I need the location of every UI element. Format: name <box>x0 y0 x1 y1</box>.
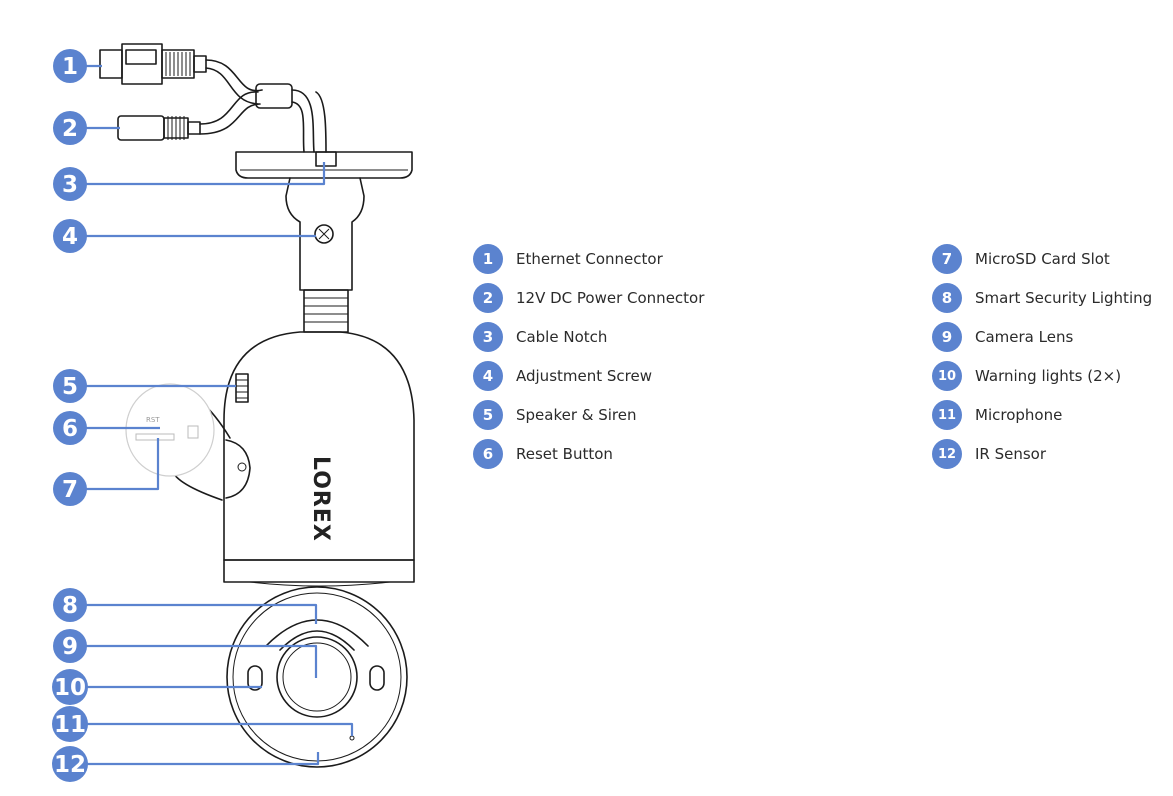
callout-11: 11 <box>52 706 88 742</box>
legend-number-badge: 11 <box>932 400 962 430</box>
cable-assembly <box>99 43 327 153</box>
svg-text:3: 3 <box>62 172 78 198</box>
legend-number-badge: 1 <box>473 244 503 274</box>
legend-number-badge: 6 <box>473 439 503 469</box>
callout-1: 1 <box>53 49 87 83</box>
svg-text:4: 4 <box>62 224 78 250</box>
legend-number-badge: 3 <box>473 322 503 352</box>
legend-item-camera-lens: 9 Camera Lens <box>932 322 1073 352</box>
legend-label: Speaker & Siren <box>516 406 637 424</box>
legend-label: Ethernet Connector <box>516 250 663 268</box>
leader-3 <box>84 162 326 186</box>
brand-logo: LOREX <box>308 456 333 542</box>
legend-number-badge: 7 <box>932 244 962 274</box>
callout-badges: 1 2 3 4 5 6 7 8 9 10 11 12 <box>52 49 88 782</box>
callout-10: 10 <box>52 669 88 705</box>
legend-number-badge: 8 <box>932 283 962 313</box>
legend-label: Microphone <box>975 406 1063 424</box>
callout-9: 9 <box>53 629 87 663</box>
svg-text:5: 5 <box>62 374 78 400</box>
leader-8 <box>84 603 318 624</box>
svg-text:1: 1 <box>62 54 78 80</box>
legend-item-speaker-siren: 5 Speaker & Siren <box>473 400 637 430</box>
legend-number-badge: 12 <box>932 439 962 469</box>
legend-item-ir-sensor: 12 IR Sensor <box>932 439 1046 469</box>
legend-label: MicroSD Card Slot <box>975 250 1110 268</box>
legend-number-badge: 2 <box>473 283 503 313</box>
svg-text:2: 2 <box>62 116 78 142</box>
leader-11 <box>84 722 354 736</box>
legend-item-ethernet-connector: 1 Ethernet Connector <box>473 244 663 274</box>
legend-item-adjustment-screw: 4 Adjustment Screw <box>473 361 652 391</box>
callout-6: 6 <box>53 411 87 445</box>
leader-lines <box>84 64 354 766</box>
legend-item-smart-security-lighting: 8 Smart Security Lighting <box>932 283 1152 313</box>
legend-item-warning-lights: 10 Warning lights (2×) <box>932 361 1121 391</box>
svg-text:12: 12 <box>54 752 86 778</box>
legend-number-badge: 9 <box>932 322 962 352</box>
legend-item-microsd-card-slot: 7 MicroSD Card Slot <box>932 244 1110 274</box>
legend-item-dc-power-connector: 2 12V DC Power Connector <box>473 283 704 313</box>
callout-5: 5 <box>53 369 87 403</box>
leader-9 <box>84 644 318 678</box>
reset-label: RST <box>146 416 160 424</box>
callout-2: 2 <box>53 111 87 145</box>
camera-body-drawing: LOREX <box>223 331 415 587</box>
legend-label: 12V DC Power Connector <box>516 289 705 307</box>
legend-label: Camera Lens <box>975 328 1074 346</box>
callout-8: 8 <box>53 588 87 622</box>
dc-connector-drawing <box>117 115 201 141</box>
callout-12: 12 <box>52 746 88 782</box>
reset-sd-inset: RST <box>125 383 231 501</box>
legend-number-badge: 5 <box>473 400 503 430</box>
legend-label: Cable Notch <box>516 328 608 346</box>
svg-text:11: 11 <box>54 712 86 738</box>
svg-text:9: 9 <box>62 634 78 660</box>
svg-text:8: 8 <box>62 593 78 619</box>
legend-item-microphone: 11 Microphone <box>932 400 1062 430</box>
callout-3: 3 <box>53 167 87 201</box>
legend-label: Smart Security Lighting <box>975 289 1153 307</box>
legend-label: IR Sensor <box>975 445 1047 463</box>
legend-number-badge: 4 <box>473 361 503 391</box>
legend-item-reset-button: 6 Reset Button <box>473 439 613 469</box>
ethernet-connector-drawing <box>99 43 207 85</box>
svg-text:7: 7 <box>62 477 78 503</box>
legend-label: Adjustment Screw <box>516 367 652 385</box>
legend-number-badge: 10 <box>932 361 962 391</box>
legend-label: Warning lights (2×) <box>975 367 1122 385</box>
callout-7: 7 <box>53 472 87 506</box>
legend-item-cable-notch: 3 Cable Notch <box>473 322 607 352</box>
svg-text:10: 10 <box>54 675 86 701</box>
svg-text:6: 6 <box>62 416 78 442</box>
callout-4: 4 <box>53 219 87 253</box>
leader-7 <box>84 438 160 491</box>
leader-12 <box>84 752 320 766</box>
legend-label: Reset Button <box>516 445 613 463</box>
